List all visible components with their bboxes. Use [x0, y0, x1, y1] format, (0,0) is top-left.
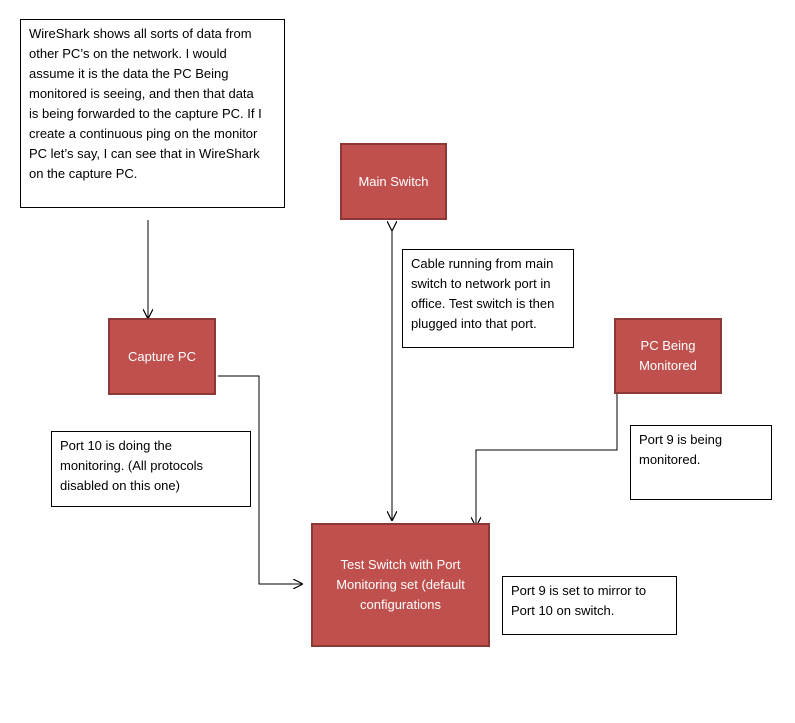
monitored-pc-to-test-switch-arrow	[476, 394, 618, 526]
port9-mirror-note: Port 9 is set to mirror to Port 10 on sw…	[502, 576, 677, 635]
capture-pc-node: Capture PC	[108, 318, 216, 395]
test-switch-node: Test Switch with Port Monitoring set (de…	[311, 523, 490, 647]
wireshark-note: WireShark shows all sorts of data from o…	[20, 19, 285, 208]
pc-being-monitored-node: PC Being Monitored	[614, 318, 722, 394]
cable-note: Cable running from main switch to networ…	[402, 249, 574, 348]
main-switch-node: Main Switch	[340, 143, 447, 220]
port10-note: Port 10 is doing the monitoring. (All pr…	[51, 431, 251, 507]
port9-monitored-note: Port 9 is being monitored.	[630, 425, 772, 500]
